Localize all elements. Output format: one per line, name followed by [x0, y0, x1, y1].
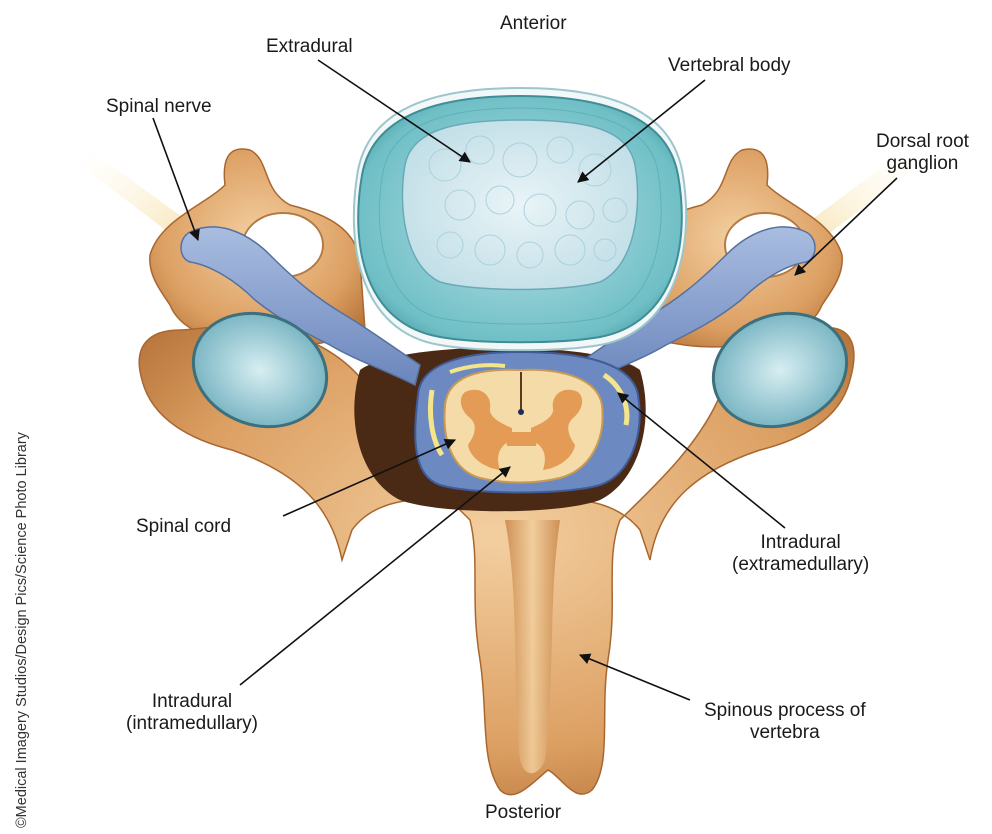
label-spinal-nerve: Spinal nerve	[106, 96, 212, 118]
label-posterior: Posterior	[485, 802, 561, 824]
label-extradural: Extradural	[266, 36, 353, 58]
label-anterior: Anterior	[500, 13, 567, 35]
label-dorsal-root-ganglion: Dorsal root ganglion	[876, 131, 969, 175]
label-intradural-extramedullary: Intradural (extramedullary)	[732, 532, 869, 576]
label-spinous-process: Spinous process of vertebra	[704, 700, 866, 744]
label-spinal-cord: Spinal cord	[136, 516, 231, 538]
spinal-cord	[444, 370, 602, 483]
photo-credit: ©Medical Imagery Studios/Design Pics/Sci…	[14, 432, 30, 828]
gray-commissure	[505, 432, 538, 446]
vertebral-body-nucleus	[402, 120, 637, 290]
label-vertebral-body: Vertebral body	[668, 55, 791, 77]
label-intradural-intramedullary: Intradural (intramedullary)	[126, 691, 258, 735]
